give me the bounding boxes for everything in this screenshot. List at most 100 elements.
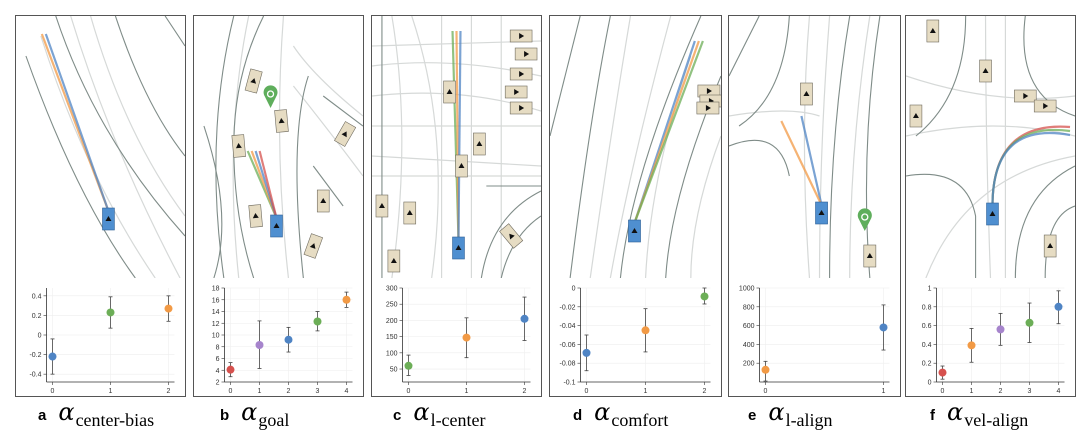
x-tick-label: 0 (585, 388, 589, 395)
other-vehicle (509, 67, 533, 81)
road-boundary (865, 16, 881, 278)
ego-vehicle (815, 201, 828, 225)
other-vehicle (473, 132, 486, 156)
x-tick-label: 2 (999, 388, 1003, 395)
road-boundary (619, 16, 702, 278)
y-tick-label: 6 (216, 356, 220, 363)
other-vehicle (800, 82, 813, 106)
other-vehicle (334, 121, 357, 147)
parameter-subscript: l-center (430, 410, 486, 430)
alpha-symbol: α (241, 398, 258, 426)
road-boundary (203, 125, 223, 278)
lane-centerline (391, 16, 403, 278)
lane-centerline (40, 35, 156, 278)
y-tick-label: 0 (38, 333, 42, 340)
road-boundary (569, 16, 611, 278)
road-boundary (1023, 16, 1075, 117)
x-tick-label: 2 (523, 388, 527, 395)
other-vehicle (979, 59, 992, 83)
other-vehicle (1043, 234, 1057, 258)
panel-letter: c (393, 407, 402, 424)
panel-letter: e (748, 407, 757, 424)
x-tick-label: 0 (407, 388, 411, 395)
other-vehicle (509, 101, 533, 115)
data-point (284, 335, 293, 344)
predicted-trajectory-red (991, 125, 1071, 207)
predicted-trajectory-orange (780, 120, 823, 206)
data-point (313, 317, 322, 326)
y-tick-label: -0.1 (563, 380, 575, 387)
predicted-trajectory-blue (457, 30, 462, 241)
y-tick-label: 200 (386, 318, 398, 325)
y-tick-label: -0.06 (560, 342, 576, 349)
parameter-subscript: l-align (785, 410, 833, 430)
y-tick-label: 400 (743, 342, 755, 349)
other-vehicle (443, 80, 456, 104)
driving-scene-map (550, 16, 721, 278)
road-boundary (729, 139, 790, 177)
x-tick-label: 3 (1028, 388, 1032, 395)
data-point (1054, 302, 1063, 311)
road-boundary (55, 16, 185, 237)
y-tick-label: 12 (212, 321, 220, 328)
parameter-label: αgoal (241, 398, 289, 430)
x-tick-label: 1 (882, 388, 886, 395)
y-tick-label: 50 (390, 367, 398, 374)
y-tick-label: 0.4 (922, 342, 932, 349)
y-tick-label: -0.4 (29, 372, 41, 379)
y-tick-label: -0.2 (29, 352, 41, 359)
road-boundary (25, 55, 136, 278)
parameter-label: αl-align (768, 398, 832, 430)
road-boundary (729, 16, 760, 77)
lane-centerline (89, 16, 185, 217)
data-point (404, 361, 413, 370)
predicted-trajectory-blue (44, 33, 110, 212)
ego-vehicle (102, 207, 115, 231)
other-vehicle (231, 134, 246, 158)
x-tick-label: 0 (51, 388, 55, 395)
lane-centerline (292, 45, 363, 117)
y-tick-label: 0.6 (922, 323, 932, 330)
y-tick-label: -0.08 (560, 361, 576, 368)
y-tick-label: -0.02 (560, 304, 576, 311)
data-point (938, 368, 947, 377)
x-tick-label: 1 (258, 388, 262, 395)
parameter-subscript: comfort (611, 410, 669, 430)
other-vehicle (504, 85, 528, 99)
x-tick-label: 2 (703, 388, 707, 395)
y-tick-label: 1000 (739, 286, 755, 293)
y-tick-label: 200 (743, 361, 755, 368)
lane-centerline (849, 16, 871, 278)
other-vehicle (1014, 89, 1037, 103)
lane-centerline (411, 16, 439, 278)
driving-scene-map (906, 16, 1075, 278)
panel-letter: f (930, 407, 935, 424)
driving-scene-map (203, 16, 363, 278)
alpha-symbol: α (594, 398, 611, 426)
other-vehicle (316, 189, 330, 213)
data-point (996, 325, 1005, 334)
road-boundary (829, 16, 851, 278)
y-tick-label: 250 (386, 302, 398, 309)
y-tick-label: 150 (386, 334, 398, 341)
parameter-label: αcomfort (594, 398, 668, 430)
road-boundary (550, 16, 581, 137)
parameter-label: αcenter-bias (58, 398, 154, 430)
lane-centerline (906, 125, 1075, 137)
other-vehicle (244, 68, 263, 94)
x-tick-label: 2 (167, 388, 171, 395)
y-tick-label: 16 (212, 297, 220, 304)
y-tick-label: 4 (216, 368, 220, 375)
